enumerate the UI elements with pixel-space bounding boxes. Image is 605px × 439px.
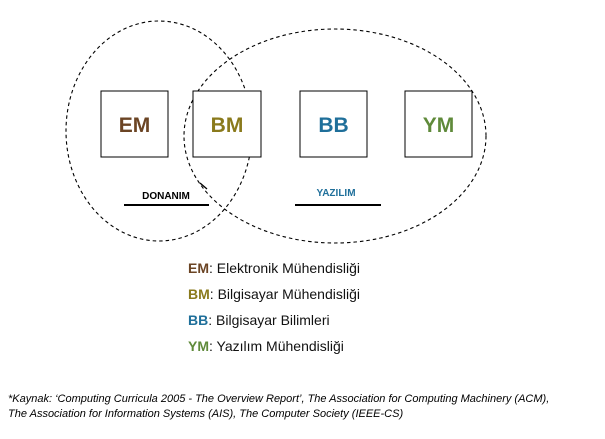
box-bm: BM: [192, 90, 262, 158]
hardware-label: DONANIM: [142, 191, 190, 202]
source-note: *Kaynak: ‘Computing Curricula 2005 - The…: [8, 392, 603, 422]
legend-abbr-bm: BM: [188, 286, 210, 302]
box-bm-label: BM: [211, 114, 244, 137]
box-bb-label: BB: [318, 114, 348, 137]
source-note-line-1: *Kaynak: ‘Computing Curricula 2005 - The…: [8, 393, 550, 405]
legend-text-bm: Bilgisayar Mühendisliği: [217, 286, 360, 302]
box-ym: YM: [404, 90, 473, 158]
venn-diagram: EM BM BB YM DONANIM YAZILIM: [65, 20, 487, 244]
source-note-line-2: The Association for Information Systems …: [8, 408, 404, 420]
legend-abbr-em: EM: [188, 260, 209, 276]
legend-item-bm: BM: Bilgisayar Mühendisliği: [188, 281, 360, 307]
legend-separator: :: [209, 286, 218, 302]
legend-abbr-ym: YM: [188, 338, 209, 354]
software-label: YAZILIM: [316, 188, 355, 199]
legend-item-ym: YM: Yazılım Mühendisliği: [188, 333, 360, 359]
box-em: EM: [100, 90, 169, 158]
legend: EM: Elektronik Mühendisliği BM: Bilgisay…: [188, 255, 360, 359]
legend-text-em: Elektronik Mühendisliği: [216, 260, 360, 276]
box-bb: BB: [299, 90, 368, 158]
legend-text-bb: Bilgisayar Bilimleri: [216, 312, 330, 328]
legend-item-em: EM: Elektronik Mühendisliği: [188, 255, 360, 281]
software-ellipse: [183, 28, 487, 244]
legend-abbr-bb: BB: [188, 312, 209, 328]
legend-text-ym: Yazılım Mühendisliği: [216, 338, 344, 354]
legend-separator: :: [209, 338, 217, 354]
hardware-tick: [199, 182, 208, 190]
box-em-label: EM: [119, 114, 151, 137]
box-ym-label: YM: [423, 114, 455, 137]
legend-separator: :: [208, 312, 217, 328]
legend-item-bb: BB: Bilgisayar Bilimleri: [188, 307, 360, 333]
legend-separator: :: [209, 260, 217, 276]
